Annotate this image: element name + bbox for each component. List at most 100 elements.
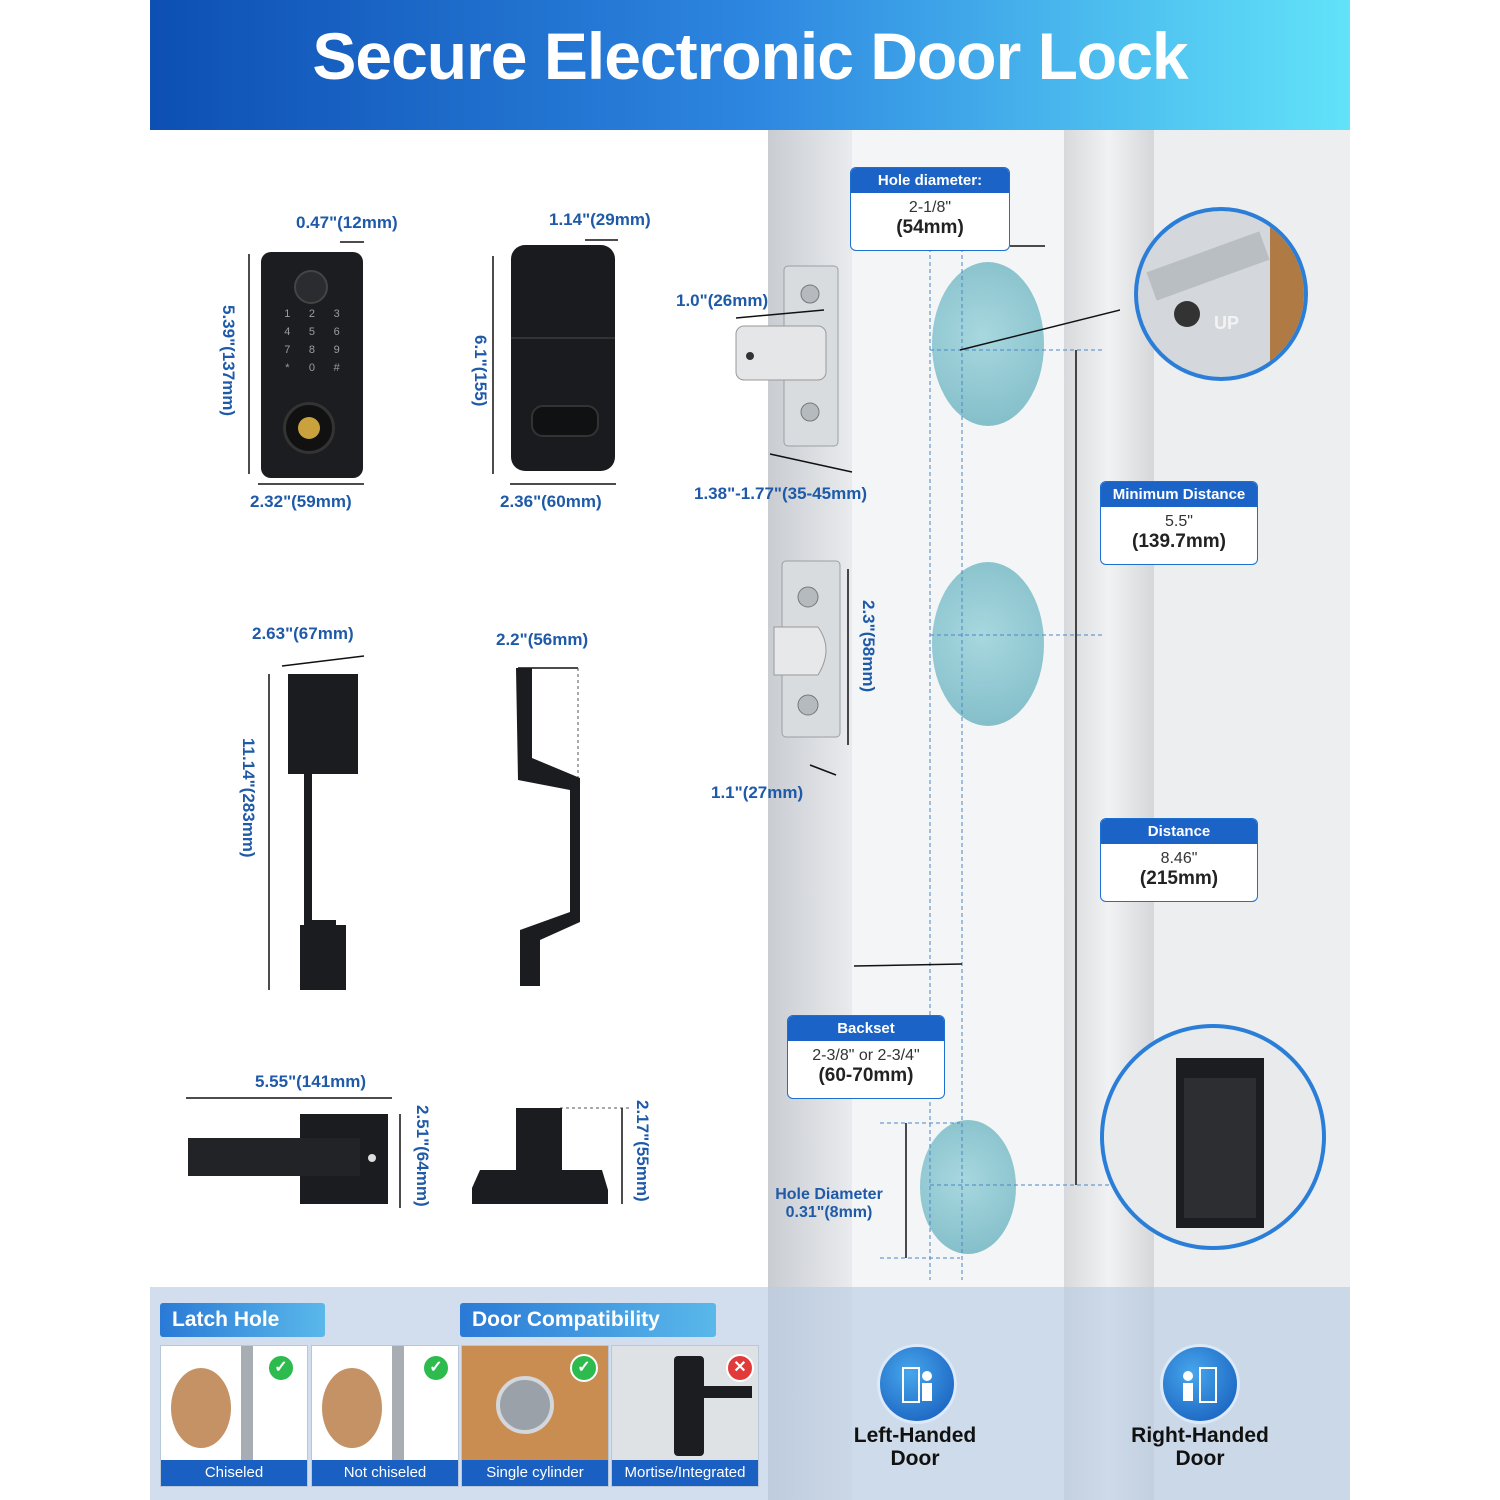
back-unit-dimension-lines bbox=[492, 239, 618, 485]
strike-width-label: 1.1"(27mm) bbox=[711, 783, 804, 802]
person-glyph bbox=[922, 1371, 932, 1381]
left-handed-line1: Left-Handed bbox=[853, 1424, 977, 1447]
front-unit-dimension-lines bbox=[248, 241, 364, 485]
keypad-key[interactable]: 8 bbox=[308, 344, 316, 356]
page-title: Secure Electronic Door Lock bbox=[312, 19, 1188, 93]
latch-hole-image bbox=[322, 1368, 382, 1448]
backplate-inner bbox=[1184, 1078, 1256, 1218]
cross-icon: ✕ bbox=[726, 1354, 754, 1382]
key-cylinder-icon bbox=[298, 417, 320, 439]
tile-single-cylinder: ✓ Single cylinder bbox=[461, 1345, 609, 1487]
keypad-key[interactable]: 9 bbox=[333, 344, 340, 356]
back-battery-unit bbox=[511, 245, 615, 471]
cylinder-icon bbox=[496, 1376, 554, 1434]
back-handle-depth-label: 2.2"(56mm) bbox=[496, 630, 589, 649]
hole-diameter-inches: 2-1/8" bbox=[908, 199, 952, 216]
latch-plate bbox=[1146, 231, 1270, 301]
tile-caption: Single cylinder bbox=[462, 1460, 608, 1486]
door-dimension-lines bbox=[853, 220, 1120, 1280]
door-glyph bbox=[1199, 1367, 1217, 1403]
person-body-glyph bbox=[1183, 1383, 1193, 1401]
handle-zoom-circle bbox=[1100, 1024, 1326, 1250]
check-icon: ✓ bbox=[267, 1354, 295, 1382]
handle-backplate bbox=[1176, 1058, 1264, 1228]
tile-caption: Mortise/Integrated bbox=[612, 1460, 758, 1486]
keypad-key[interactable]: 6 bbox=[333, 326, 340, 338]
backset-callout: Backset 2-3/8" or 2-3/4" (60-70mm) bbox=[787, 1015, 945, 1099]
keypad-key[interactable]: 3 bbox=[333, 308, 340, 320]
back-unit-depth-label: 1.14"(29mm) bbox=[549, 210, 651, 229]
bolt-length-label: 1.0"(26mm) bbox=[676, 291, 769, 310]
front-unit-width-label: 2.32"(59mm) bbox=[250, 492, 352, 511]
tile-mortise: ✕ Mortise/Integrated bbox=[611, 1345, 759, 1487]
tile-not-chiseled: ✓ Not chiseled bbox=[311, 1345, 459, 1487]
lever-hole bbox=[920, 1120, 1016, 1254]
front-keypad-unit: 1 2 3 4 5 6 7 8 9 * 0 # bbox=[261, 252, 363, 478]
handle-hole bbox=[932, 562, 1044, 726]
small-hole-title: Hole Diameter bbox=[775, 1186, 883, 1203]
keypad: 1 2 3 4 5 6 7 8 9 * 0 # bbox=[275, 308, 349, 374]
front-unit-depth-label: 0.47"(12mm) bbox=[296, 213, 398, 232]
left-handed-door-icon bbox=[877, 1344, 957, 1424]
door-edge-image bbox=[392, 1346, 404, 1460]
door-edge-image bbox=[241, 1346, 253, 1460]
keypad-key[interactable]: 0 bbox=[308, 362, 316, 374]
minimum-distance-head: Minimum Distance bbox=[1101, 482, 1257, 507]
wood-edge bbox=[1270, 211, 1304, 377]
keypad-key[interactable]: 4 bbox=[284, 326, 291, 338]
mortise-lever-image bbox=[692, 1386, 752, 1398]
back-unit-width-label: 2.36"(60mm) bbox=[500, 492, 602, 511]
deadbolt-hole bbox=[932, 262, 1044, 426]
tile-caption: Chiseled bbox=[161, 1460, 307, 1486]
door-trim bbox=[1064, 130, 1154, 1500]
distance-inches: 8.46" bbox=[1160, 850, 1198, 867]
strike-drawing bbox=[773, 560, 849, 776]
right-handed-line2: Door bbox=[1175, 1447, 1225, 1470]
right-handed-door-icon bbox=[1160, 1344, 1240, 1424]
front-handle-height-label: 11.14"(283mm) bbox=[239, 738, 258, 858]
keypad-key[interactable]: 7 bbox=[284, 344, 291, 356]
tile-chiseled: ✓ Chiseled bbox=[160, 1345, 308, 1487]
distance-head: Distance bbox=[1101, 819, 1257, 844]
hole-diameter-callout: Hole diameter: 2-1/8" (54mm) bbox=[850, 167, 1010, 251]
check-icon: ✓ bbox=[570, 1354, 598, 1382]
up-label: UP bbox=[1214, 313, 1240, 333]
tile-caption: Not chiseled bbox=[312, 1460, 458, 1486]
door-glyph bbox=[902, 1367, 920, 1403]
right-handed-label: Right-Handed Door bbox=[1115, 1424, 1285, 1470]
bolt-drawing bbox=[735, 265, 853, 473]
keypad-key[interactable]: * bbox=[285, 362, 290, 374]
minimum-distance-inches: 5.5" bbox=[1165, 513, 1193, 530]
distance-callout: Distance 8.46" (215mm) bbox=[1100, 818, 1258, 902]
keypad-key[interactable]: # bbox=[333, 362, 340, 374]
backset-mm: (60-70mm) bbox=[818, 1065, 914, 1086]
small-hole-label: Hole Diameter 0.31"(8mm) bbox=[764, 1186, 894, 1222]
door-compat-title: Door Compatibility bbox=[460, 1303, 716, 1337]
keypad-key[interactable]: 2 bbox=[308, 308, 316, 320]
thumb-turn bbox=[531, 405, 599, 437]
lever-drawing bbox=[186, 1097, 401, 1208]
key-cylinder bbox=[283, 402, 335, 454]
fingerprint-sensor-icon bbox=[294, 270, 328, 304]
latch-hole-image bbox=[171, 1368, 231, 1448]
lever-length-label: 5.55"(141mm) bbox=[255, 1072, 367, 1091]
mortise-lock-image bbox=[674, 1356, 704, 1456]
latch-hole-title: Latch Hole bbox=[160, 1303, 325, 1337]
hole-diameter-head: Hole diameter: bbox=[851, 168, 1009, 193]
keypad-key[interactable]: 1 bbox=[284, 308, 291, 320]
front-unit-height-label: 5.39"(137mm) bbox=[219, 305, 238, 417]
rosette-drawing bbox=[472, 1107, 632, 1204]
backset-head: Backset bbox=[788, 1016, 944, 1041]
keypad-key[interactable]: 5 bbox=[308, 326, 316, 338]
header-banner bbox=[150, 0, 1350, 130]
right-handed-line1: Right-Handed bbox=[1131, 1424, 1269, 1447]
person-body-glyph bbox=[922, 1383, 932, 1401]
backset-inches: 2-3/8" or 2-3/4" bbox=[812, 1047, 920, 1064]
front-handle-width-label: 2.63"(67mm) bbox=[252, 624, 354, 643]
minimum-distance-callout: Minimum Distance 5.5" (139.7mm) bbox=[1100, 481, 1258, 565]
left-handed-label: Left-Handed Door bbox=[840, 1424, 990, 1470]
bolt-adjust-label: 1.38"-1.77"(35-45mm) bbox=[694, 484, 867, 503]
check-icon: ✓ bbox=[422, 1354, 450, 1382]
latch-zoom-circle: UP bbox=[1134, 207, 1308, 381]
cover-seam bbox=[511, 337, 615, 339]
